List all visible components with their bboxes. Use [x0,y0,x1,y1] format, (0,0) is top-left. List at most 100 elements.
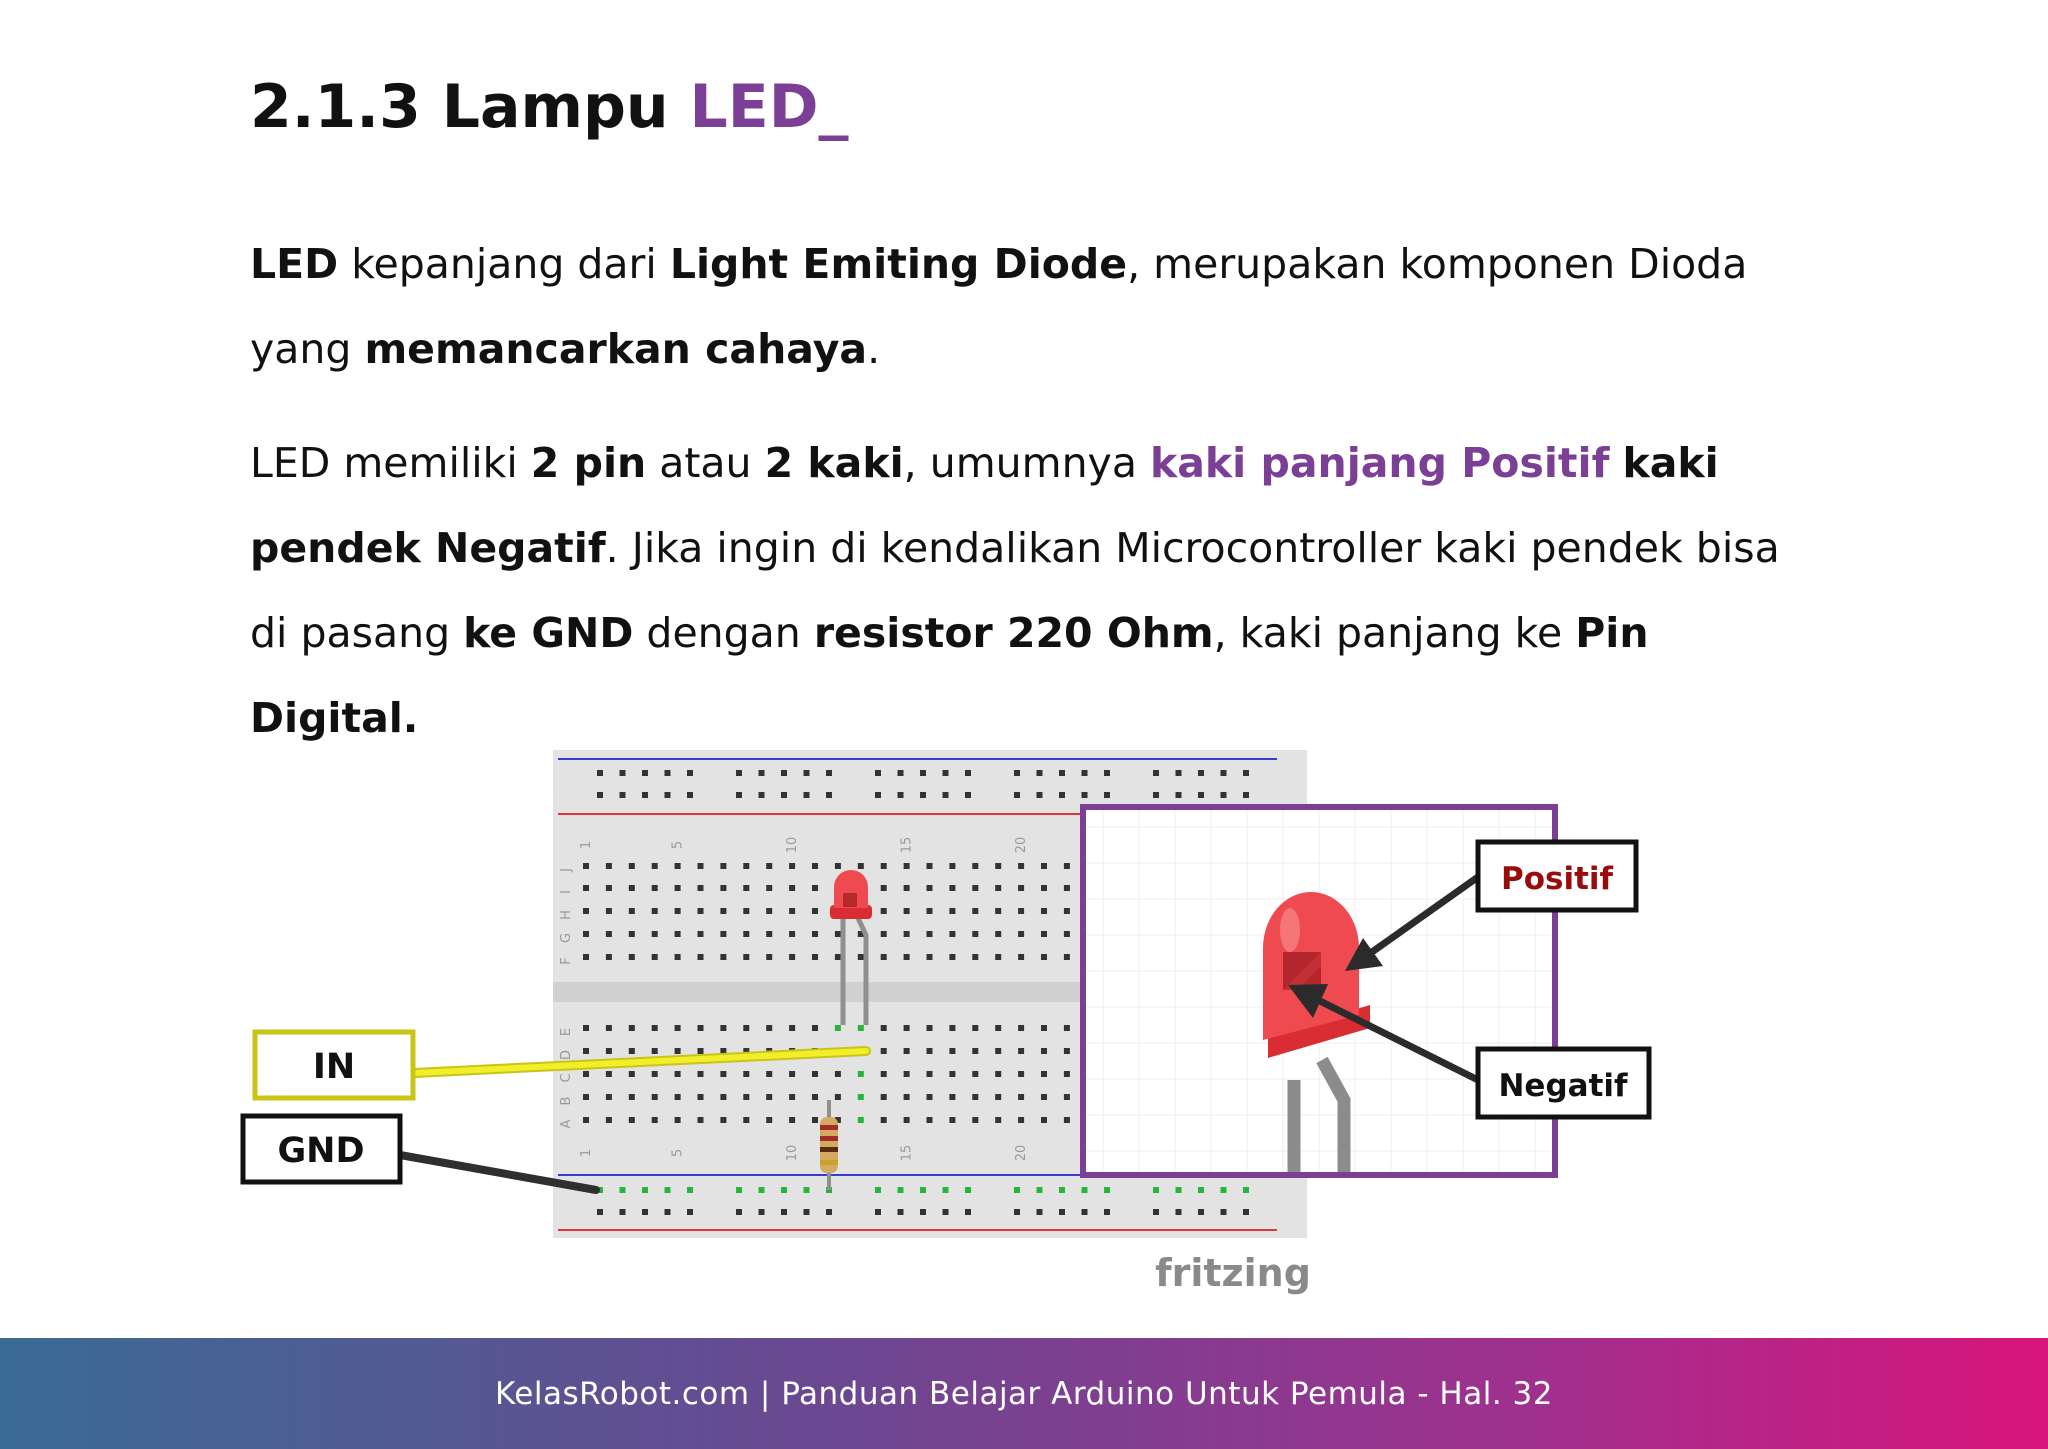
zoom-led-highlight [1280,908,1300,952]
term-kaki-pendek-negatif: kaki pendek Negatif [250,439,1719,572]
breadboard-hole [826,1209,832,1215]
term-light-emiting-diode: Light Emiting Diode [669,240,1128,288]
breadboard-hole [1018,1048,1025,1054]
breadboard-label: 5 [671,841,686,849]
breadboard-hole [1041,1025,1047,1031]
term-kaki-panjang-positif: kaki panjang Positif [1149,439,1610,487]
breadboard-hole [949,1117,956,1123]
breadboard-hole [880,1117,887,1123]
breadboard-hole [697,1025,704,1031]
term-2-pin: 2 pin [530,439,647,487]
breadboard-hole [1198,792,1204,798]
text-span: , umumnya [903,439,1150,487]
breadboard-hole [628,1048,635,1054]
breadboard-hole [1220,770,1227,776]
breadboard-hole [834,908,841,914]
breadboard-hole [743,1071,750,1077]
breadboard-label: F [559,957,574,964]
zoom-led-dome [1263,892,1359,1040]
breadboard-hole [812,885,818,891]
term-memancarkan-cahaya: memancarkan cahaya [364,325,868,373]
breadboard-label: 15 [900,837,915,854]
breadboard-hole [743,1048,750,1054]
breadboard-hole [664,1187,671,1193]
breadboard-hole [781,1209,787,1215]
breadboard-hole [743,1025,750,1031]
breadboard-hole [1081,1187,1088,1193]
breadboard-hole [605,1025,612,1031]
breadboard-hole [949,863,956,869]
breadboard-hole [857,1025,864,1031]
zoom-inset-grid [1086,810,1552,1172]
breadboard-hole [697,908,704,914]
breadboard-hole [789,1117,796,1123]
breadboard-hole [834,863,841,869]
breadboard-hole [1063,908,1070,914]
breadboard-label: C [559,1073,574,1082]
zoom-led-leg-long [1316,1056,1351,1172]
in-label: IN [313,1047,355,1087]
breadboard-hole [926,1094,933,1100]
zoom-led-rim [1268,1005,1370,1058]
breadboard-hole [605,954,612,960]
breadboard-hole [1153,792,1159,798]
breadboard-hole [995,1048,1002,1054]
breadboard-hole [720,1048,727,1054]
breadboard-hole [597,792,603,798]
resistor-band [820,1125,838,1130]
breadboard-hole [1041,863,1047,869]
breadboard-hole [642,1209,648,1215]
breadboard-hole [834,1071,841,1077]
breadboard-hole [597,1209,603,1215]
breadboard-hole [926,863,933,869]
breadboard-hole [972,1048,979,1054]
breadboard-hole [605,1094,612,1100]
breadboard-hole [1018,908,1025,914]
breadboard-hole [949,1025,956,1031]
breadboard-hole [1018,954,1025,960]
breadboard-hole [1063,931,1070,937]
breadboard-hole [619,1187,626,1193]
zoom-inset-background [1083,807,1555,1175]
breadboard-hole [743,954,750,960]
text-span: atau [646,439,765,487]
breadboard-hole [789,954,796,960]
breadboard-hole [834,931,841,937]
breadboard-hole [949,1048,956,1054]
breadboard-hole [903,1048,910,1054]
breadboard-hole [903,1094,910,1100]
breadboard-hole [1104,1187,1110,1193]
breadboard-hole [926,885,933,891]
breadboard-hole [1063,1025,1070,1031]
breadboard-hole [697,931,704,937]
breadboard-hole [789,863,796,869]
breadboard-hole [697,885,704,891]
breadboard-label: A [559,1119,574,1128]
breadboard-hole [674,1025,681,1031]
breadboard-hole [1243,770,1249,776]
breadboard-hole [642,792,648,798]
breadboard-hole [583,954,589,960]
breadboard-hole [942,792,949,798]
breadboard-hole [1153,770,1159,776]
breadboard-hole [1198,1187,1204,1193]
text-span: . Jika ingin di kendalikan Microcontroll… [250,524,1780,657]
breadboard-hole [720,1025,727,1031]
breadboard-hole [664,770,671,776]
breadboard-hole [766,1025,773,1031]
breadboard-hole [1014,1209,1020,1215]
breadboard-hole [789,1048,796,1054]
breadboard-hole [812,908,818,914]
breadboard-hole [743,1117,750,1123]
breadboard-hole [583,908,589,914]
resistor-body [820,1117,838,1173]
breadboard-hole [674,863,681,869]
breadboard-hole [972,1071,979,1077]
breadboard-hole [1018,885,1025,891]
breadboard-hole [1036,1187,1043,1193]
text-span: LED memiliki [250,439,531,487]
breadboard-led [830,870,872,1025]
section-number: 2.1.3 Lampu [250,72,690,142]
breadboard-hole [720,908,727,914]
breadboard-hole [1063,1048,1070,1054]
